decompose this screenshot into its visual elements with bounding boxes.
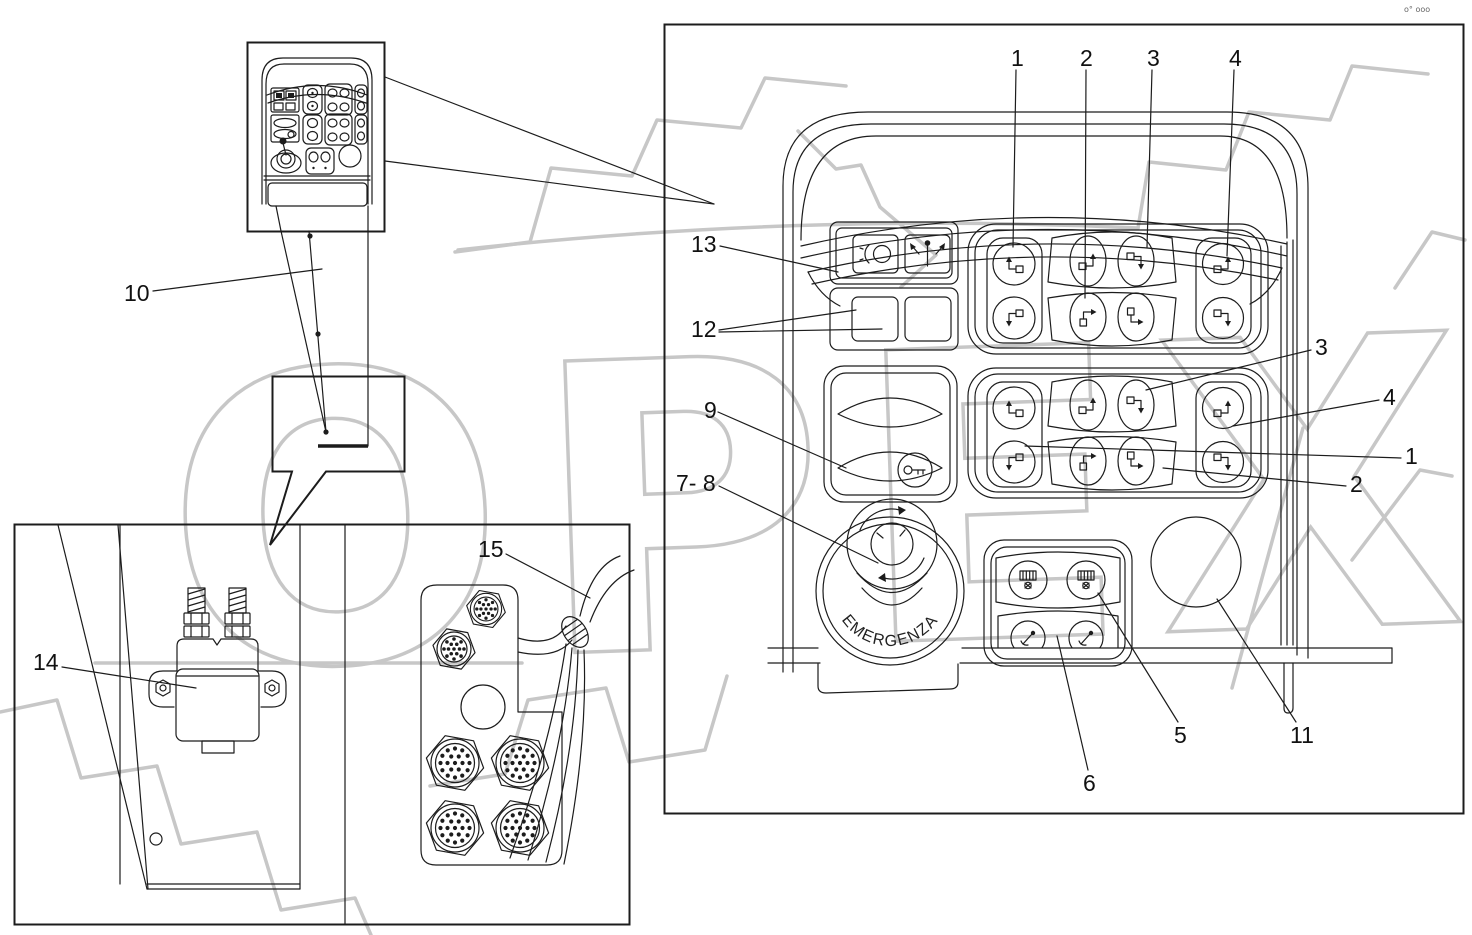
rocker-switch — [1069, 292, 1107, 342]
connector-plate — [420, 584, 563, 866]
blank-switch-left — [851, 296, 899, 342]
callouts-bottom: 5 6 11 — [1056, 592, 1314, 796]
callouts-right: 3 4 1 2 — [1024, 334, 1418, 497]
switch-group-row1 — [967, 223, 1269, 355]
blank-switch-right — [904, 296, 952, 342]
callout-7-8: 7- 8 — [676, 470, 716, 496]
rocker-switch — [992, 386, 1036, 430]
callout-6: 6 — [1083, 770, 1096, 796]
rocker-switch — [1201, 242, 1245, 286]
callout-15: 15 — [478, 536, 504, 562]
callout-4-top: 4 — [1229, 45, 1242, 71]
location-callout-box: 10 — [124, 230, 406, 546]
rocker-switch — [1069, 379, 1107, 431]
watermark-gear-teeth-bottomleft — [0, 698, 373, 935]
lever-icon — [910, 240, 945, 267]
worklight-icon — [859, 244, 892, 264]
watermark-gear-tooth-mid — [796, 129, 938, 289]
switch-group-bottom — [983, 539, 1133, 667]
rocker-switch — [1068, 620, 1104, 648]
callout-9: 9 — [704, 397, 717, 423]
rocker-switch — [992, 242, 1036, 286]
callout-1-top: 1 — [1011, 45, 1024, 71]
console-body-outline — [767, 111, 1393, 714]
mini-joystick — [270, 137, 302, 174]
rocker-pod-right — [1195, 237, 1252, 344]
inset-overview-box — [246, 41, 386, 233]
callout-2-right: 2 — [1350, 471, 1363, 497]
callout-4-right: 4 — [1383, 384, 1396, 410]
projection-line-lower — [384, 160, 715, 205]
watermark: OPEX — [0, 64, 1472, 935]
watermark-gear-rim — [456, 221, 1140, 252]
callout-3-top: 3 — [1147, 45, 1160, 71]
rocker-pod-left — [986, 381, 1043, 488]
callout-3-right: 3 — [1315, 334, 1328, 360]
relay-connector-box: 14 15 — [13, 523, 635, 926]
rocker-switch — [1008, 560, 1048, 600]
callouts-top: 1 2 3 4 — [1011, 45, 1242, 299]
panel-light-lever-switches — [829, 221, 959, 285]
rocker-pod-left — [986, 237, 1043, 344]
worklight-button — [852, 234, 899, 274]
mini-console-drawing — [261, 57, 373, 232]
corner-mark: o° ooo — [1404, 5, 1430, 14]
rocker-switch — [1069, 436, 1107, 486]
switch-group-row2 — [967, 367, 1269, 499]
rocker-switch — [1117, 292, 1155, 342]
watermark-gear-teeth-top — [453, 76, 848, 254]
callouts-left: 13 12 9 7- 8 — [676, 231, 883, 564]
key-icon — [903, 465, 926, 475]
rocker-pod-center-top — [1047, 231, 1177, 289]
callout-15-leader — [505, 553, 591, 599]
callout-14: 14 — [33, 649, 59, 675]
callout-13: 13 — [691, 231, 717, 257]
lever-button — [904, 234, 951, 274]
callout-10-leader — [152, 268, 323, 292]
rocker-switch — [992, 440, 1036, 484]
rocker-switch — [992, 296, 1036, 340]
panel-blank-switches — [829, 287, 959, 351]
rocker-switch — [1066, 560, 1106, 600]
rocker-switch — [1117, 235, 1155, 287]
wire-harness — [509, 555, 635, 865]
rocker-switch — [1201, 386, 1245, 430]
callout-5: 5 — [1174, 722, 1187, 748]
callout-1-right: 1 — [1405, 443, 1418, 469]
callout-10: 10 — [124, 280, 150, 306]
watermark-stroke-diagonal — [1230, 426, 1305, 690]
rocker-switch — [1201, 296, 1245, 340]
connector-blank — [460, 684, 506, 730]
mounting-hole — [149, 832, 163, 846]
watermark-tooth-corner — [1393, 230, 1467, 290]
callout-11: 11 — [1290, 722, 1314, 748]
rocker-pod-right — [1195, 381, 1252, 488]
watermark-gear-teeth-bottomcenter — [428, 674, 729, 788]
projection-line-upper — [384, 76, 715, 205]
ignition-pod — [823, 365, 958, 503]
rocker-switch — [1010, 620, 1046, 648]
rocker-switch — [1069, 235, 1107, 287]
rocker-switch — [1201, 440, 1245, 484]
key-switch — [897, 452, 933, 488]
blank-round-plate — [1150, 516, 1242, 608]
rocker-pod-center-top — [1047, 375, 1177, 433]
rocker-switch — [1117, 436, 1155, 486]
watermark-stroke-right — [1350, 468, 1454, 562]
rocker-switch — [1117, 379, 1155, 431]
watermark-text: OPEX — [158, 251, 1472, 762]
callout-12: 12 — [691, 316, 717, 342]
callout-14-leader — [61, 666, 197, 689]
relay-solenoid — [148, 587, 287, 754]
connector-large-3 — [425, 800, 485, 856]
callout-2-top: 2 — [1080, 45, 1093, 71]
